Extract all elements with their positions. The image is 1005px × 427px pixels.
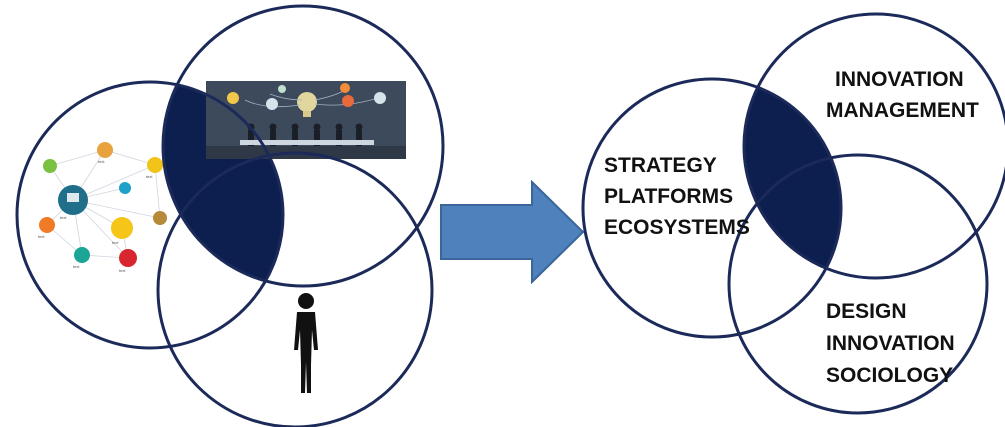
right-arrow-icon [440, 179, 585, 285]
svg-text:text: text [38, 234, 45, 239]
right-left-circle [581, 77, 843, 339]
human-silhouette-icon [294, 293, 318, 393]
svg-text:text: text [146, 174, 153, 179]
svg-text:text: text [112, 240, 119, 245]
label-innovation-management-line2: MANAGEMENT [826, 99, 979, 122]
label-design: DESIGN [826, 300, 907, 323]
right-top-circle [742, 12, 1005, 280]
label-sociology: SOCIOLOGY [826, 364, 953, 387]
svg-text:text: text [60, 215, 67, 220]
left-bottom-circle [156, 151, 434, 427]
left-left-circle [15, 80, 285, 350]
right-venn-group: INNOVATION MANAGEMENT STRATEGY PLATFORMS… [581, 12, 1005, 415]
svg-text:text: text [73, 264, 80, 269]
svg-text:text: text [98, 159, 105, 164]
right-bottom-circle [727, 153, 989, 415]
label-ecosystems: ECOSYSTEMS [604, 216, 750, 239]
network-mindmap-image: text text text text text text text [38, 142, 167, 273]
label-strategy: STRATEGY [604, 154, 717, 177]
left-venn-group: text text text text text text text [15, 4, 445, 427]
label-innovation-management-line1: INNOVATION [835, 68, 964, 91]
svg-text:text: text [119, 268, 126, 273]
left-top-circle [161, 4, 445, 288]
label-platforms: PLATFORMS [604, 185, 733, 208]
label-innovation: INNOVATION [826, 332, 955, 355]
business-meeting-image [206, 81, 406, 159]
